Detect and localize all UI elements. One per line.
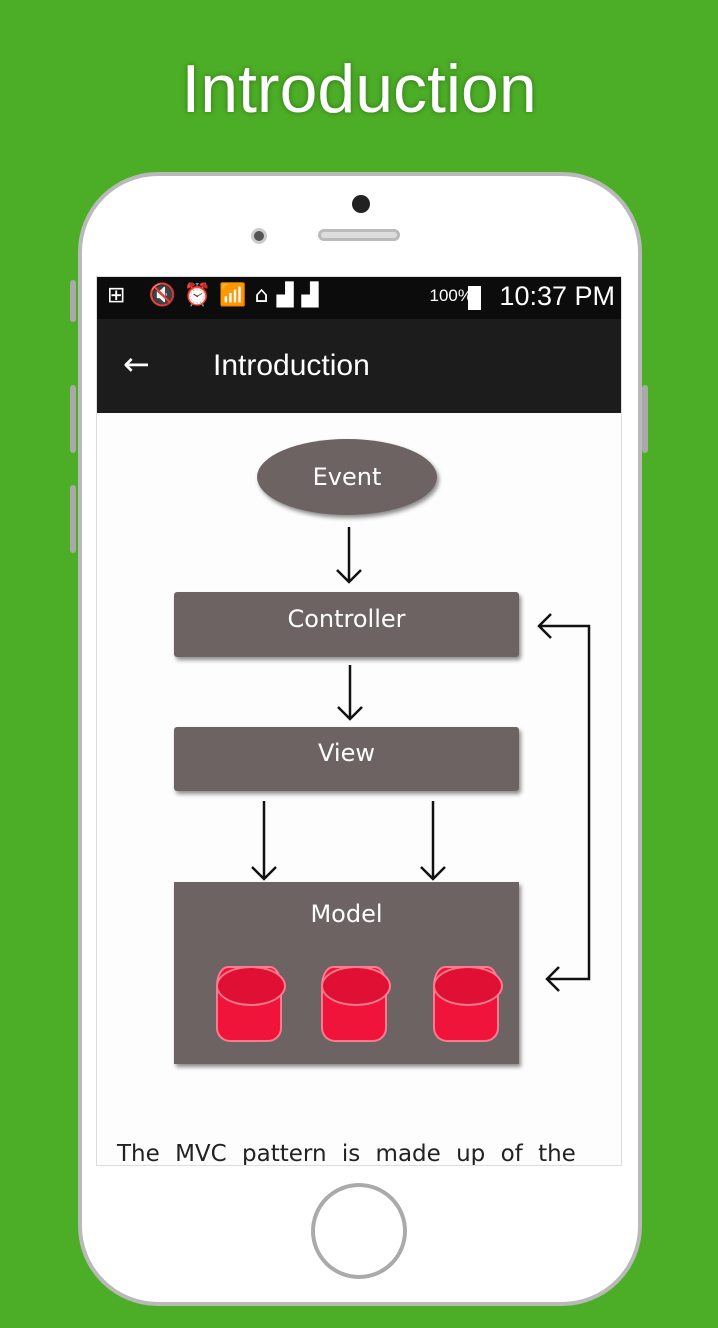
arrow-controller-view xyxy=(337,665,363,721)
body-text: The MVC pattern is made up of the xyxy=(117,1141,576,1166)
volume-up-button xyxy=(70,385,76,453)
diagram-arrows xyxy=(251,527,591,992)
mute-switch xyxy=(70,280,76,322)
page-title: Introduction xyxy=(213,349,370,382)
database-icon xyxy=(216,966,286,1042)
arrow-event-controller xyxy=(336,527,362,584)
alarm-icon: ⏰ xyxy=(183,283,220,308)
view-node: View xyxy=(174,727,519,791)
notification-icon: ⊞ xyxy=(107,283,134,308)
controller-node: Controller xyxy=(174,592,519,657)
mute-icon: 🔇 xyxy=(148,283,184,308)
home-button[interactable] xyxy=(311,1183,407,1279)
app-bar: ← Introduction xyxy=(97,319,621,413)
wifi-icon: 📶 xyxy=(219,283,255,308)
status-icons: ⊞ 🔇⏰📶⌂▟▟ xyxy=(107,283,326,308)
arrow-view-model-left xyxy=(251,801,277,881)
event-node: Event xyxy=(257,439,437,515)
battery-percent: 100% xyxy=(429,286,473,305)
signal-icon: ▟▟ xyxy=(276,283,327,308)
model-label: Model xyxy=(310,900,383,928)
home-icon: ⌂ xyxy=(254,283,277,308)
database-icon xyxy=(433,966,503,1042)
arrow-view-model-right xyxy=(420,801,446,881)
battery-icon xyxy=(468,286,481,310)
status-bar: ⊞ 🔇⏰📶⌂▟▟ 100% 10:37 PM xyxy=(97,277,621,319)
power-button xyxy=(642,385,648,453)
proximity-sensor xyxy=(251,228,267,244)
back-arrow-icon[interactable]: ← xyxy=(123,345,150,383)
front-camera xyxy=(352,195,370,213)
screen: ⊞ 🔇⏰📶⌂▟▟ 100% 10:37 PM ← Introduction Ev… xyxy=(96,276,622,1166)
promo-headline: Introduction xyxy=(181,51,537,127)
model-node: Model xyxy=(174,882,519,1064)
arrow-model-controller-loop xyxy=(537,613,591,992)
volume-down-button xyxy=(70,485,76,553)
clock: 10:37 PM xyxy=(499,281,615,311)
database-icon xyxy=(321,966,391,1042)
earpiece-speaker xyxy=(318,229,400,241)
